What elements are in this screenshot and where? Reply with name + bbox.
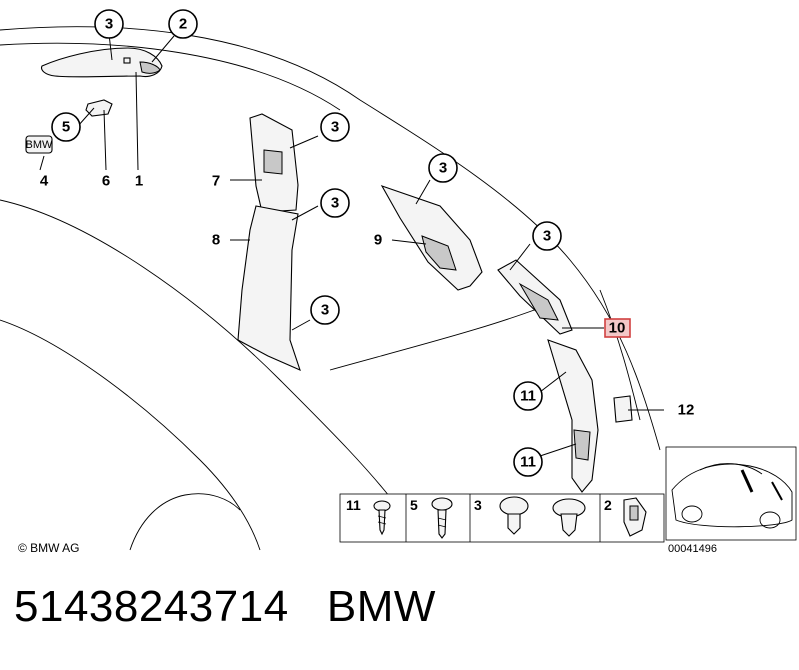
callout-label: 3: [543, 228, 551, 245]
part-label-8: 8: [212, 232, 220, 249]
part-label-12: 12: [678, 402, 695, 419]
highlighted-part-10[interactable]: 10: [604, 318, 631, 338]
callout-label: 3: [439, 160, 447, 177]
badge-text: BMW: [26, 139, 54, 151]
callout-3-b-pillar-low: 3: [310, 295, 340, 325]
b-pillar-trim: [237, 113, 301, 371]
screw-icon: [431, 497, 453, 539]
callout-label: 11: [520, 454, 536, 471]
clip-icon: [623, 497, 647, 537]
callout-3-rear: 3: [532, 221, 562, 251]
hardware-item-2-label: 2: [604, 497, 612, 513]
part-title: 51438243714 BMW: [14, 582, 436, 632]
callout-label: 5: [62, 119, 70, 136]
hardware-item-3-label: 3: [474, 497, 482, 513]
clip-icon: [552, 498, 586, 537]
car-locator-thumbnail: [665, 446, 797, 541]
part-number: 51438243714: [14, 582, 289, 631]
callout-5: 5: [51, 112, 81, 142]
badge-part-4: BMW: [25, 135, 54, 154]
c-pillar-trim: [380, 185, 483, 291]
callout-label: 11: [520, 388, 536, 405]
a-pillar-trim-upper: [41, 47, 163, 78]
callout-label: 2: [179, 16, 187, 33]
callout-11-lower: 11: [513, 447, 543, 477]
part-label-9: 9: [374, 232, 382, 249]
clip-part-6: [85, 99, 113, 117]
callout-label: 3: [331, 119, 339, 136]
callout-label: 3: [321, 302, 329, 319]
part-label-1: 1: [135, 173, 143, 190]
callout-3-b-pillar-top: 3: [320, 112, 350, 142]
callout-11-upper: 11: [513, 381, 543, 411]
hardware-item-11-label: 11: [346, 497, 361, 513]
callout-3-c-pillar: 3: [428, 153, 458, 183]
part-label-4: 4: [40, 173, 49, 190]
callout-3-b-pillar-mid: 3: [320, 188, 350, 218]
hardware-item-5-label: 5: [410, 497, 418, 513]
rear-pillar-trim: [497, 259, 599, 493]
brand-name: BMW: [326, 582, 436, 631]
copyright-text: © BMW AG: [18, 541, 80, 555]
clip-icon: [499, 496, 529, 535]
callout-label: 3: [105, 16, 113, 33]
callout-3-top: 3: [94, 9, 124, 39]
part-label-7: 7: [212, 173, 220, 190]
callout-label: 3: [331, 195, 339, 212]
screw-icon: [373, 500, 391, 536]
part-label-10: 10: [609, 320, 626, 337]
diagram-number: 00041496: [668, 543, 717, 555]
clip-part-12: [613, 395, 633, 423]
part-label-6: 6: [102, 173, 110, 190]
callout-2: 2: [168, 9, 198, 39]
hardware-legend: 11 5 3 2: [339, 493, 665, 543]
